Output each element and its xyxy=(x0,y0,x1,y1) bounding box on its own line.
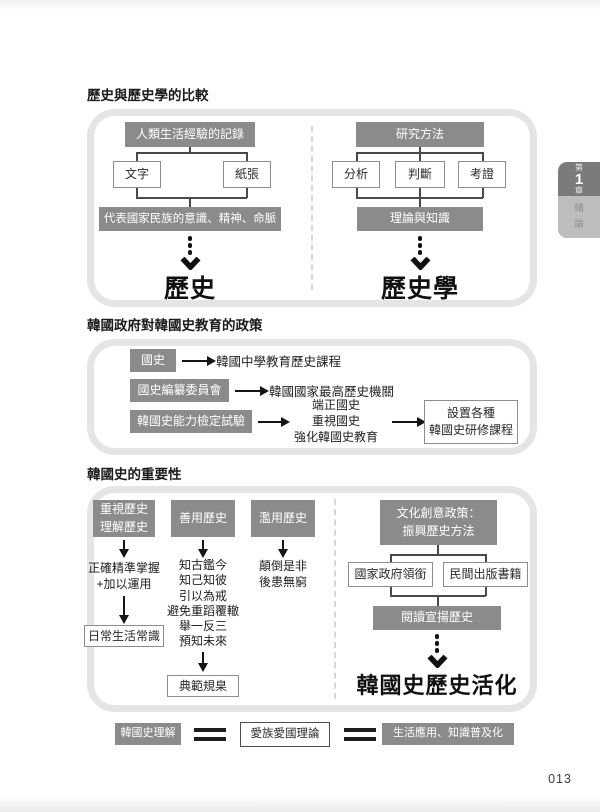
right-arrow xyxy=(235,385,269,396)
chapter-tab: 第 1 章 緒論 xyxy=(558,162,600,238)
s1-left-root-box: 人類生活經驗的記錄 xyxy=(125,122,255,147)
s2-row2-box: 國史編纂委員會 xyxy=(130,379,229,402)
page-edge-shadow-top xyxy=(0,0,600,10)
connector-line xyxy=(189,147,191,153)
section3-divider xyxy=(334,499,336,699)
s1-left-child1-box: 文字 xyxy=(113,161,161,188)
arrow-dot xyxy=(417,236,423,241)
arrow-dot xyxy=(417,250,423,255)
connector-line xyxy=(485,554,487,563)
s1-left-child2-box: 紙張 xyxy=(223,161,271,188)
s3-col1-header-box: 重視歷史 理解歷史 xyxy=(93,500,155,537)
s1-right-result: 歷史學 xyxy=(380,275,459,303)
s3-col4-result: 韓國史歷史活化 xyxy=(356,673,518,698)
connector-line xyxy=(390,554,392,563)
footer-right-box: 生活應用、知識普及化 xyxy=(382,723,514,745)
section1-title: 歷史與歷史學的比較 xyxy=(87,88,209,103)
connector-line xyxy=(356,152,358,162)
connector-line xyxy=(437,595,439,606)
s3-col1-result-box: 日常生活常識 xyxy=(84,625,164,647)
s2-row3-box: 韓國史能力檢定試驗 xyxy=(130,410,252,433)
s1-left-merge-box: 代表國家民族的意識、精神、命脈 xyxy=(99,207,281,231)
right-arrow xyxy=(392,416,426,427)
down-arrow xyxy=(118,596,129,624)
arrow-dot xyxy=(187,250,193,255)
chapter-section-label: 緒論 xyxy=(574,203,584,230)
arrow-dot xyxy=(434,641,440,646)
s3-col3-header-box: 濫用歷史 xyxy=(251,500,315,537)
connector-line xyxy=(419,188,421,198)
s1-right-root-box: 研究方法 xyxy=(356,122,484,147)
chapter-prefix: 第 xyxy=(575,162,583,172)
s3-col4-child1-box: 國家政府領銜 xyxy=(348,562,433,587)
s2-row1-text: 韓國中學教育歷史課程 xyxy=(216,355,342,369)
s1-right-merge-box: 理論與知識 xyxy=(357,207,483,231)
connector-line xyxy=(356,188,358,198)
down-arrow xyxy=(197,540,208,558)
page-edge-shadow-bottom xyxy=(0,796,600,812)
connector-line xyxy=(246,152,248,162)
connector-line xyxy=(419,197,421,207)
dotted-arrow-chevron-icon xyxy=(179,257,201,270)
dotted-arrow-chevron-icon xyxy=(409,257,431,270)
page-number: 013 xyxy=(548,772,572,786)
dotted-arrow xyxy=(409,236,431,270)
s1-right-child1-box: 分析 xyxy=(332,161,380,188)
arrow-dot xyxy=(187,236,193,241)
connector-line xyxy=(246,188,248,198)
connector-line xyxy=(485,587,487,596)
right-arrow xyxy=(258,416,290,427)
arrow-dot xyxy=(417,243,423,248)
dotted-arrow xyxy=(179,236,201,270)
chapter-tab-section: 緒論 xyxy=(558,196,600,238)
chapter-number: 1 xyxy=(574,170,584,188)
down-arrow xyxy=(118,540,129,558)
connector-line xyxy=(136,197,247,199)
connector-line xyxy=(419,152,421,162)
s1-left-result: 歷史 xyxy=(163,275,216,303)
s2-row1-box: 國史 xyxy=(130,349,176,372)
down-arrow xyxy=(277,540,288,558)
connector-line xyxy=(390,587,392,596)
connector-line xyxy=(437,545,439,555)
connector-line xyxy=(136,152,138,162)
arrow-dot xyxy=(434,648,440,653)
connector-line xyxy=(136,188,138,198)
s3-col1-text: 正確精準掌握 +加以運用 xyxy=(87,561,160,591)
footer-left-box: 韓國史理解 xyxy=(115,723,181,745)
chapter-tab-number: 第 1 章 xyxy=(558,162,600,196)
connector-line xyxy=(482,152,484,162)
equals-icon xyxy=(194,728,226,741)
s2-row3-mid-text: 端正國史 重視國史 強化韓國史教育 xyxy=(293,398,378,444)
section1-divider xyxy=(311,126,313,290)
dotted-arrow-chevron-icon xyxy=(426,655,448,668)
connector-line xyxy=(482,188,484,198)
s1-right-child2-box: 判斷 xyxy=(395,161,445,188)
s3-col4-header-box: 文化創意政策： 振興歷史方法 xyxy=(380,500,497,545)
connector-line xyxy=(136,152,247,154)
chapter-suffix: 章 xyxy=(575,185,583,195)
s3-col4-merge-box: 閱讀宣揚歷史 xyxy=(373,606,501,630)
s2-row2-text: 韓國國家最高歷史機關 xyxy=(269,385,395,399)
s3-col2-result-box: 典範規臬 xyxy=(167,675,239,697)
s2-row3-result-box: 設置各種 韓國史研修課程 xyxy=(424,400,518,444)
arrow-dot xyxy=(434,634,440,639)
s3-col2-text: 知古鑑今 知己知彼 引以為戒 避免重蹈覆轍 舉一反三 預知未來 xyxy=(166,558,239,649)
section3-title: 韓國史的重要性 xyxy=(87,467,182,482)
s3-col2-header-box: 善用歷史 xyxy=(171,500,235,537)
dotted-arrow xyxy=(426,634,448,668)
arrow-dot xyxy=(187,243,193,248)
s3-col3-text: 顛倒是非 後患無窮 xyxy=(258,559,307,589)
section2-title: 韓國政府對韓國史教育的政策 xyxy=(87,318,263,333)
connector-line xyxy=(390,554,486,556)
right-arrow xyxy=(182,355,216,366)
connector-line xyxy=(419,147,421,153)
connector-line xyxy=(189,197,191,207)
down-arrow xyxy=(197,652,208,672)
footer-middle-box: 愛族愛國理論 xyxy=(240,722,330,747)
s1-right-child3-box: 考證 xyxy=(458,161,506,188)
s3-col4-child2-box: 民間出版書籍 xyxy=(443,562,528,587)
equals-icon xyxy=(344,728,376,741)
